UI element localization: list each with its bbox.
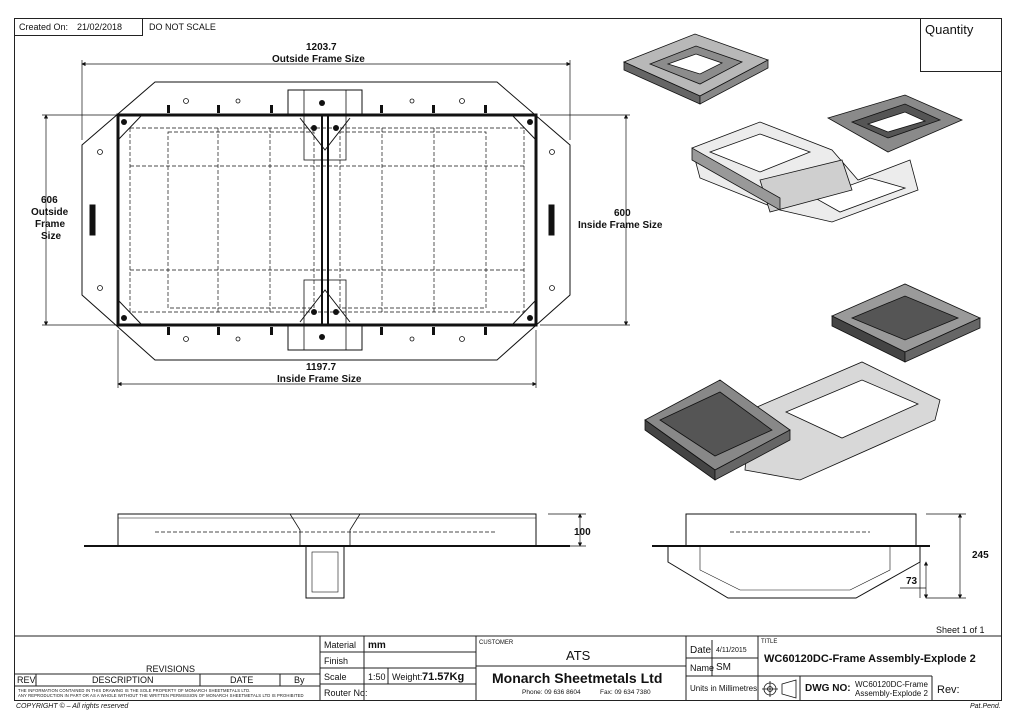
- finish-label: Finish: [324, 656, 349, 666]
- rev-label: Rev:: [937, 684, 960, 696]
- by-column-header: By: [294, 675, 305, 685]
- weight-label: Weight:: [392, 672, 423, 682]
- date-label: Date: [690, 645, 712, 656]
- quantity-label: Quantity: [925, 22, 974, 37]
- dim-inside-height-label: Inside Frame Size: [578, 220, 663, 231]
- quantity-box: [920, 18, 1002, 72]
- sheet-number: Sheet 1 of 1: [936, 625, 985, 635]
- name-label: Name: [690, 663, 715, 673]
- company-fax: Fax: 09 634 7380: [600, 689, 651, 696]
- drawing-sheet-border: [14, 18, 1002, 701]
- dim-outside-width-label: Outside Frame Size: [272, 54, 365, 65]
- customer-value: ATS: [566, 648, 591, 663]
- dwg-number-line-1: WC60120DC-Frame: [855, 680, 928, 689]
- date-column-header: DATE: [230, 675, 254, 685]
- dim-inside-width: 1197.7: [306, 362, 337, 373]
- created-on-label: Created On:: [19, 22, 69, 32]
- disclaimer-line-2: ANY REPRODUCTION IN PART OR AS A WHOLE W…: [18, 693, 304, 698]
- units-note: Units in Millimetres: [690, 684, 758, 693]
- dim-outside-height-label-3: Size: [41, 231, 62, 242]
- dim-outside-width: 1203.7: [306, 42, 337, 53]
- dwg-number-label: DWG NO:: [805, 683, 851, 694]
- dim-inside-width-label: Inside Frame Size: [277, 374, 362, 385]
- date-value: 4/11/2015: [716, 647, 747, 654]
- description-column-header: DESCRIPTION: [92, 675, 154, 685]
- name-value: SM: [716, 662, 731, 673]
- title-label: TITLE: [761, 639, 778, 645]
- revisions-heading: REVISIONS: [146, 664, 196, 674]
- dwg-number-line-2: Assembly-Explode 2: [855, 689, 928, 698]
- drawing-title: WC60120DC-Frame Assembly-Explode 2: [764, 653, 976, 665]
- dim-side-height: 100: [574, 527, 591, 538]
- dim-inside-height: 600: [614, 208, 631, 219]
- do-not-scale-note: DO NOT SCALE: [149, 22, 216, 32]
- dim-outside-height-label-1: Outside: [31, 207, 69, 218]
- copyright-note: COPYRIGHT © – All rights reserved: [16, 703, 129, 710]
- router-label: Router No:: [324, 688, 368, 698]
- created-on-cell: [14, 18, 143, 36]
- weight-value: 71.57Kg: [422, 671, 465, 683]
- company-name: Monarch Sheetmetals Ltd: [492, 670, 663, 686]
- scale-value: 1:50: [368, 672, 386, 682]
- company-phone: Phone: 09 636 8604: [522, 689, 581, 696]
- customer-label: CUSTOMER: [479, 640, 514, 646]
- material-value: mm: [368, 640, 386, 651]
- rev-column-header: REV.: [17, 675, 38, 685]
- pat-pend-note: Pat.Pend.: [970, 703, 1001, 710]
- material-label: Material: [324, 640, 357, 650]
- dim-end-height: 245: [972, 550, 989, 561]
- scale-label: Scale: [324, 672, 347, 682]
- dim-outside-height-label-2: Frame: [35, 219, 66, 230]
- created-on-date: 21/02/2018: [77, 22, 123, 32]
- disclaimer-line-1: THE INFORMATION CONTAINED IN THIS DRAWIN…: [18, 688, 251, 693]
- dim-end-depth: 73: [906, 576, 918, 587]
- dim-outside-height: 606: [41, 195, 58, 206]
